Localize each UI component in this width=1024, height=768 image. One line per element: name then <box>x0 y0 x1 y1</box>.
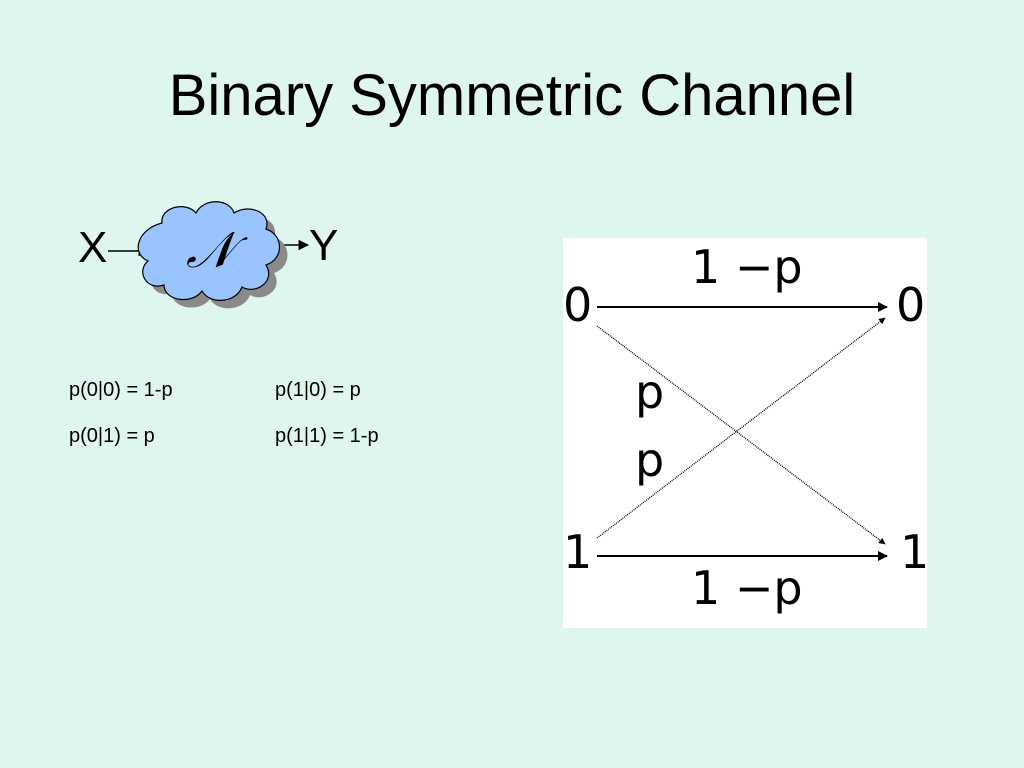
slide-title: Binary Symmetric Channel <box>168 63 856 128</box>
bsc-output-one: 1 <box>900 525 927 579</box>
prob-p11: p(1|1) = 1-p <box>275 425 379 447</box>
bsc-cross-label-lower: p <box>635 433 664 487</box>
bsc-input-one: 1 <box>563 525 592 579</box>
prob-p10: p(1|0) = p <box>275 379 361 401</box>
output-y-label: Y <box>309 221 339 270</box>
prob-p01: p(0|1) = p <box>69 425 155 447</box>
cloud-icon <box>137 201 281 301</box>
edge-1-to-0 <box>596 317 886 539</box>
channel-block: 𝒩 <box>108 201 310 309</box>
prob-p00: p(0|0) = 1-p <box>69 379 173 401</box>
bsc-output-zero: 0 <box>896 278 925 332</box>
bsc-diagram: 0 1 0 1 1 −p 1 −p p p <box>563 240 927 615</box>
bsc-top-edge-label: 1 −p <box>691 240 803 294</box>
bsc-bottom-edge-label: 1 −p <box>691 561 803 615</box>
bsc-input-zero: 0 <box>563 278 592 332</box>
bsc-diagram-panel: 0 1 0 1 1 −p 1 −p p p <box>563 238 927 628</box>
edge-0-to-1 <box>596 325 886 545</box>
input-x-label: X <box>78 223 108 272</box>
